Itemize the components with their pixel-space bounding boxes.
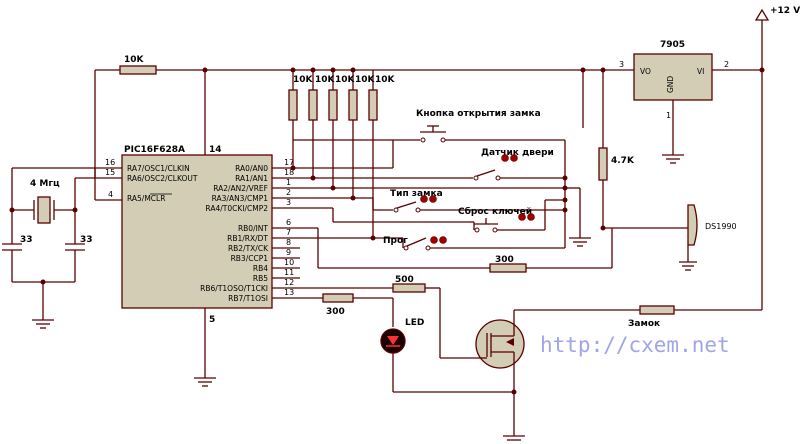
door-sensor-label: Датчик двери <box>481 148 554 158</box>
resistor-300-bottom-label: 300 <box>326 307 345 317</box>
capacitor-c1: 33 <box>2 210 33 282</box>
mcu-pin-number: 12 <box>284 278 294 287</box>
reg-gnd-label: GND <box>666 76 675 93</box>
resistor-300-top-label: 300 <box>495 255 514 265</box>
reg-vi-label: VI <box>697 67 704 76</box>
mcu-pin-right-label: RB2/TX/CK <box>228 244 269 253</box>
supply-label: +12 V <box>770 6 800 16</box>
mcu-pin-number: 9 <box>286 248 291 257</box>
resistor-300-bottom: 300 <box>322 293 354 317</box>
mcu-pin-right-label: RA1/AN1 <box>235 174 268 183</box>
pullup-resistor-label: 10K <box>315 75 336 85</box>
mcu-vdd-pin: 14 <box>209 145 222 155</box>
capacitor-c1-label: 33 <box>20 235 33 245</box>
mcu-pin-right-label: RB5 <box>253 274 268 283</box>
prog-switch: Прог <box>383 236 565 251</box>
pullup-resistor-label: 10K <box>375 75 396 85</box>
mcu-pin-right-label: RB3/CCP1 <box>231 254 269 263</box>
mcu-pin-number: 7 <box>286 228 291 237</box>
resistor-4k7: 4.7K <box>598 147 635 181</box>
mcu-pin-right-label: RB6/T1OSO/T1CKI <box>200 284 268 293</box>
crystal-label: 4 Мгц <box>30 179 60 189</box>
button-open-lock: Кнопка открытия замка <box>393 109 565 143</box>
mcu-pin-number: 3 <box>286 198 291 207</box>
prog-label: Прог <box>383 236 408 246</box>
mcu-name: PIC16F628A <box>124 145 185 155</box>
ds1990-reader: DS1990 <box>603 204 737 271</box>
mcu-pin-right-label: RB0/INT <box>238 224 268 233</box>
capacitor-c2: 33 <box>65 210 93 282</box>
mcu-pin-right-label: RB1/RX/DT <box>227 234 268 243</box>
mcu-pin-number: 13 <box>284 288 294 297</box>
regulator-name: 7905 <box>660 40 685 50</box>
mosfet <box>475 319 525 436</box>
mcu-pin-number: 2 <box>286 188 291 197</box>
mcu-pin-left-label: RA6/OSC2/CLKOUT <box>127 174 198 183</box>
reg-vo-label: VO <box>640 67 651 76</box>
key-reset-button: Сброс ключей <box>458 199 565 233</box>
lock-type-label: Тип замка <box>390 189 443 199</box>
resistor-mclr: 10K <box>119 55 157 75</box>
mcu-pic16f628a: PIC16F628A RA7/OSC1/CLKIN RA6/OSC2/CLKOU… <box>121 145 273 309</box>
reg-pin2: 2 <box>724 60 729 69</box>
resistor-mclr-label: 10K <box>124 55 145 65</box>
mcu-pin-left-label: RA5/MCLR <box>127 194 165 203</box>
mcu-pin-number: 15 <box>105 168 115 177</box>
mcu-pin-right-label: RB7/T1OSI <box>228 294 268 303</box>
mcu-pin-right-label: RA3/AN3/CMP1 <box>212 194 269 203</box>
resistor-4k7-label: 4.7K <box>611 156 635 166</box>
pullup-resistors: 10K 10K 10K 10K 10K <box>288 70 396 238</box>
regulator-7905: 7905 VO VI GND 3 2 1 <box>619 40 762 164</box>
mcu-pin-number: 6 <box>286 218 291 227</box>
mcu-pin-right-label: RA2/AN2/VREF <box>213 184 268 193</box>
watermark: http://cxem.net <box>540 333 730 357</box>
lock-type-switch: Тип замка <box>390 189 565 213</box>
led: LED <box>380 318 514 393</box>
door-sensor: Датчик двери <box>470 148 565 181</box>
mcu-pin-number: 18 <box>284 168 294 177</box>
mcu-pin-number: 8 <box>286 238 291 247</box>
crystal-oscillator: 4 Мгц <box>11 167 96 224</box>
led-label: LED <box>405 318 424 328</box>
lock-label: Замок <box>628 319 660 329</box>
pullup-resistor-label: 10K <box>355 75 376 85</box>
mcu-pin-number: 11 <box>284 268 294 277</box>
mcu-pin-number: 4 <box>108 190 113 199</box>
mcu-pin-number: 1 <box>286 178 291 187</box>
mcu-pin-right-label: RB4 <box>253 264 268 273</box>
reg-pin1: 1 <box>666 111 671 120</box>
mcu-pin-number: 10 <box>284 258 294 267</box>
pullup-resistor-label: 10K <box>335 75 356 85</box>
supply-terminal: +12 V <box>754 6 800 310</box>
pullup-resistor-label: 10K <box>293 75 314 85</box>
mcu-vss-pin: 5 <box>209 315 215 325</box>
reg-pin3: 3 <box>619 60 624 69</box>
mcu-pin-number: 17 <box>284 158 294 167</box>
reader-label: DS1990 <box>705 222 737 231</box>
mcu-pin-right-label: RA0/AN0 <box>235 164 268 173</box>
mcu-pin-number: 16 <box>105 158 115 167</box>
mcu-pin-left-label: RA7/OSC1/CLKIN <box>127 164 190 173</box>
resistor-300-top: 300 <box>489 255 527 273</box>
key-reset-label: Сброс ключей <box>458 206 532 217</box>
mcu-pin-right-label: RA4/T0CKI/CMP2 <box>205 204 268 213</box>
button-open-lock-label: Кнопка открытия замка <box>416 109 541 119</box>
capacitor-c2-label: 33 <box>80 235 93 245</box>
resistor-500-label: 500 <box>395 275 414 285</box>
resistor-500: 500 <box>392 275 426 293</box>
